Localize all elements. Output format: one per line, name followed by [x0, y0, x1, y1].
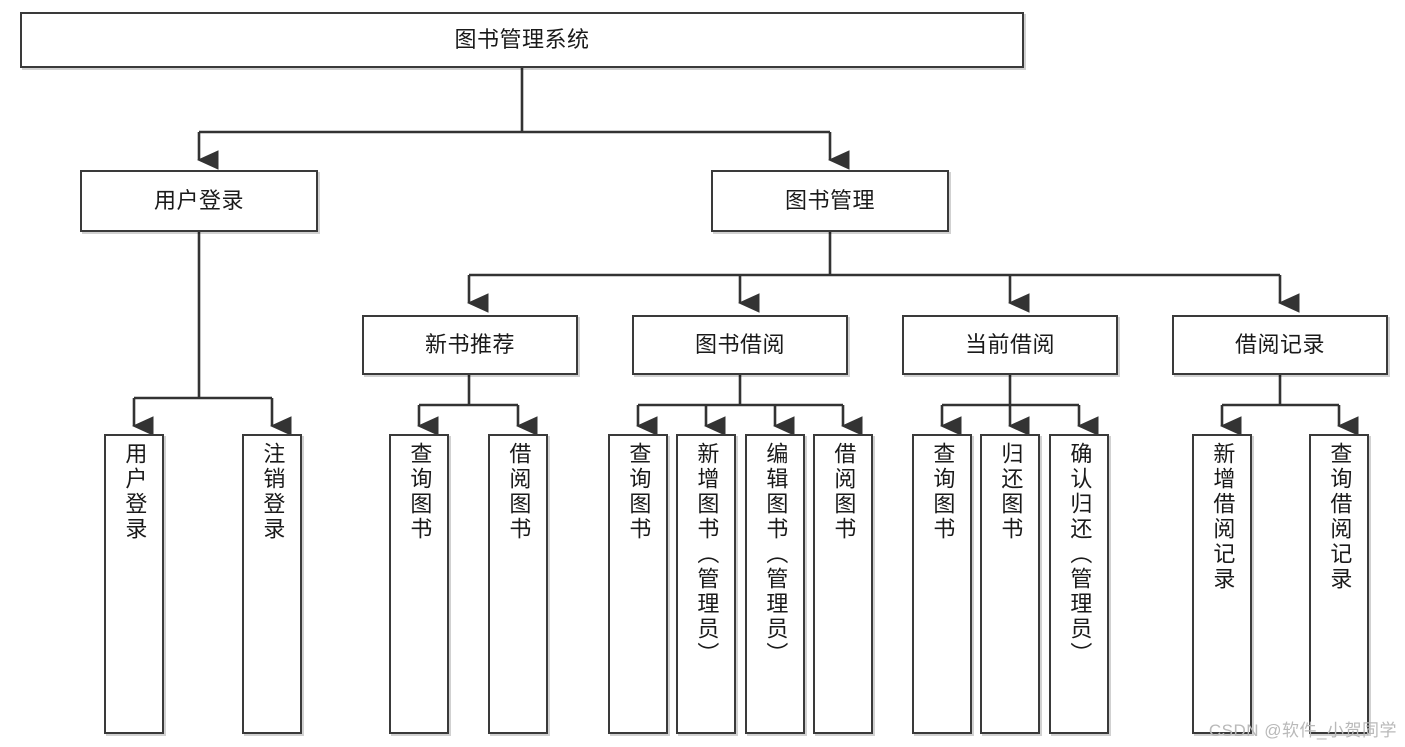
node-label: 用户登录 [122, 442, 148, 542]
leaf-record-query-record[interactable]: 查询借阅记录 [1309, 434, 1369, 734]
node-label: 借阅记录 [1234, 331, 1325, 357]
node-new-book-recommend[interactable]: 新书推荐 [362, 315, 578, 375]
node-current-borrow[interactable]: 当前借阅 [902, 315, 1118, 375]
node-label: 借阅图书 [831, 442, 857, 542]
leaf-record-add-record[interactable]: 新增借阅记录 [1192, 434, 1252, 734]
node-root-system[interactable]: 图书管理系统 [20, 12, 1024, 68]
node-book-borrow[interactable]: 图书借阅 [632, 315, 848, 375]
leaf-borrow-edit-book[interactable]: 编辑图书（管理员） [745, 434, 805, 734]
leaf-borrow-query-book[interactable]: 查询图书 [608, 434, 668, 734]
node-label: 查询图书 [626, 442, 652, 542]
leaf-borrow-borrow-book[interactable]: 借阅图书 [813, 434, 873, 734]
leaf-user-login-logout[interactable]: 注销登录 [242, 434, 302, 734]
node-label: 图书管理 [784, 187, 875, 213]
node-label: 新书推荐 [424, 331, 515, 357]
node-label: 归还图书 [998, 442, 1024, 542]
node-label: 确认归还（管理员） [1067, 442, 1093, 667]
node-label: 新增借阅记录 [1210, 442, 1236, 592]
leaf-recommend-query-book[interactable]: 查询图书 [389, 434, 449, 734]
leaf-current-query-book[interactable]: 查询图书 [912, 434, 972, 734]
node-label: 查询图书 [930, 442, 956, 542]
node-label: 查询图书 [407, 442, 433, 542]
node-label: 新增图书（管理员） [694, 442, 720, 667]
leaf-borrow-add-book[interactable]: 新增图书（管理员） [676, 434, 736, 734]
leaf-user-login-login[interactable]: 用户登录 [104, 434, 164, 734]
node-user-login[interactable]: 用户登录 [80, 170, 318, 232]
node-label: 用户登录 [153, 187, 244, 213]
node-label: 借阅图书 [506, 442, 532, 542]
leaf-recommend-borrow-book[interactable]: 借阅图书 [488, 434, 548, 734]
node-book-management[interactable]: 图书管理 [711, 170, 949, 232]
node-label: 查询借阅记录 [1327, 442, 1353, 592]
node-label: 当前借阅 [964, 331, 1055, 357]
leaf-current-confirm-return[interactable]: 确认归还（管理员） [1049, 434, 1109, 734]
leaf-current-return-book[interactable]: 归还图书 [980, 434, 1040, 734]
node-label: 图书管理系统 [454, 26, 590, 52]
node-label: 注销登录 [260, 442, 286, 542]
node-label: 图书借阅 [694, 331, 785, 357]
node-borrow-record[interactable]: 借阅记录 [1172, 315, 1388, 375]
node-label: 编辑图书（管理员） [763, 442, 789, 667]
